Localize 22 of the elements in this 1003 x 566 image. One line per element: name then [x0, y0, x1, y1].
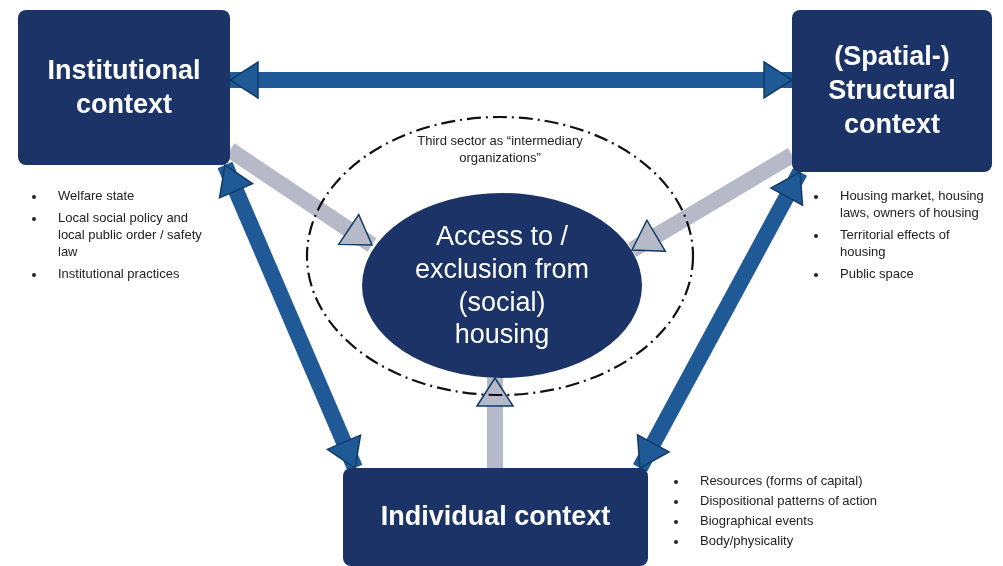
ellipse-text: Access to / exclusion from (social) housing — [414, 219, 590, 352]
bullet-item: Public space — [840, 265, 914, 283]
block-arrow — [632, 168, 808, 472]
bullet-item: Local social policy and local public order / safety law — [58, 209, 203, 261]
box-title: Individual context — [380, 500, 611, 534]
context-box — [343, 468, 648, 566]
bullet-item: Resources (forms of capital) — [700, 473, 863, 490]
bullet-item: Biographical events — [700, 512, 814, 530]
bullet-item: Dispositional patterns of action — [700, 492, 878, 510]
bullet-item: Body/physicality — [700, 532, 794, 550]
box-title: (Spatial-) Structural context — [827, 40, 957, 141]
context-box — [792, 10, 992, 172]
bullet-item: Institutional practices — [58, 265, 180, 283]
block-arrow — [476, 377, 514, 468]
bullet-item: Territorial effects of housing — [840, 226, 951, 261]
box-title: Institutional context — [46, 53, 202, 121]
ellipse-label: Third sector as “intermediary organizations” — [416, 133, 584, 167]
bullet-item: Welfare state — [58, 188, 135, 205]
dash-dot-ellipse — [305, 115, 695, 397]
context-box — [18, 10, 230, 165]
block-arrow — [229, 61, 793, 99]
bullet-item: Housing market, housing laws, owners of housing — [840, 188, 985, 222]
